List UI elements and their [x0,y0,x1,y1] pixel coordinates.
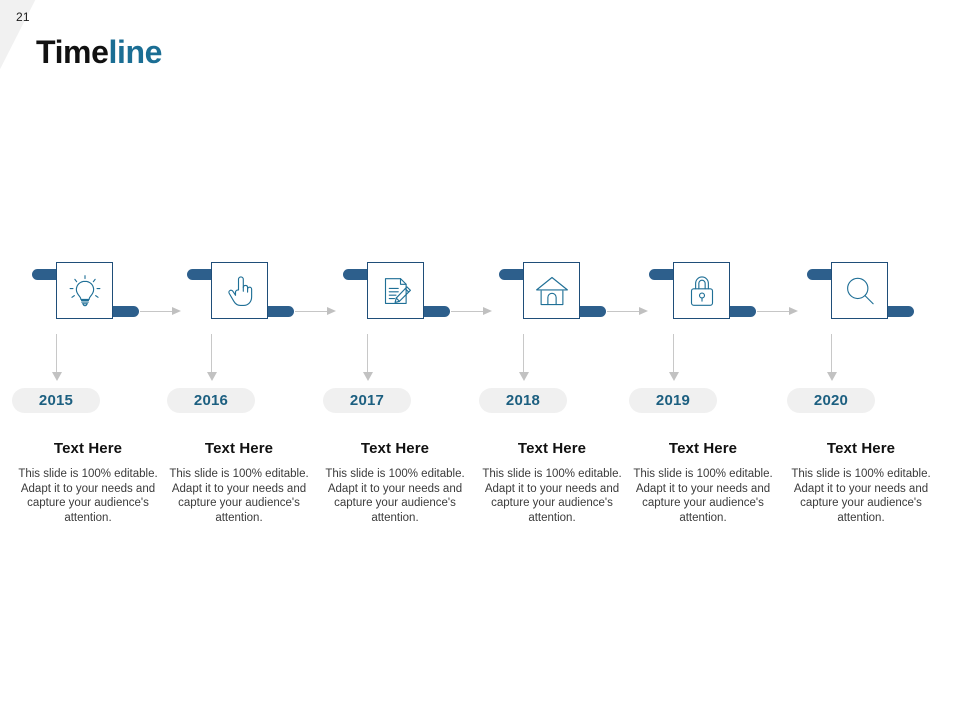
timeline-arrow [607,307,651,315]
drop-arrow-2020 [826,334,837,382]
milestone-heading: Text Here [53,440,123,457]
arrow-shaft [211,334,212,374]
arrow-head [206,372,217,381]
timeline-arrow [295,307,339,315]
milestone-heading: Text Here [668,440,738,457]
timeline-node-2018[interactable] [495,258,653,328]
drop-arrow-2015 [51,334,62,382]
drop-arrow-2017 [362,334,373,382]
year-badge-2015[interactable]: 2015 [12,388,100,413]
milestone-text-2019: Text Here This slide is 100% editable. A… [628,440,778,525]
connector-pill-right [261,306,294,317]
arrow-shaft [140,311,174,312]
arrow-shaft [831,334,832,374]
arrow-head [327,307,336,315]
connector-pill-left [187,269,220,280]
milestone-text-2020: Text Here This slide is 100% editable. A… [786,440,936,525]
page-title-primary: Time [36,34,109,70]
arrow-head [51,372,62,381]
timeline-arrow [451,307,495,315]
timeline-node-2015[interactable] [28,258,186,328]
drop-arrow-2016 [206,334,217,382]
milestone-heading: Text Here [360,440,430,457]
year-badge-2018[interactable]: 2018 [479,388,567,413]
connector-pill-right [881,306,914,317]
year-badge-2017[interactable]: 2017 [323,388,411,413]
arrow-shaft [295,311,329,312]
icon-box[interactable] [211,262,268,319]
arrow-head [172,307,181,315]
milestone-body: This slide is 100% editable. Adapt it to… [18,468,158,524]
icon-box[interactable] [831,262,888,319]
timeline-track [0,258,960,338]
arrow-head [362,372,373,381]
milestone-body: This slide is 100% editable. Adapt it to… [633,468,773,524]
magnifier-icon [846,277,874,304]
arrow-head [483,307,492,315]
milestone-heading: Text Here [826,440,896,457]
padlock-icon [690,275,713,306]
connector-pill-left [343,269,376,280]
connector-pill-left [499,269,532,280]
timeline-arrow [140,307,184,315]
connector-pill-right [573,306,606,317]
page-title: Timeline [36,36,162,68]
milestone-text-2017: Text Here This slide is 100% editable. A… [320,440,470,525]
document-edit-icon [384,277,411,304]
timeline-node-2020[interactable] [803,258,960,328]
drop-arrow-2019 [668,334,679,382]
milestone-text-2016: Text Here This slide is 100% editable. A… [164,440,314,525]
milestone-text-2015: Text Here This slide is 100% editable. A… [13,440,163,525]
connector-pill-left [649,269,682,280]
milestone-body: This slide is 100% editable. Adapt it to… [325,468,465,524]
arrow-shaft [367,334,368,374]
milestone-body: This slide is 100% editable. Adapt it to… [169,468,309,524]
arrow-head [668,372,679,381]
page-number: 21 [16,10,30,24]
connector-pill-left [807,269,840,280]
arrow-shaft [607,311,641,312]
pointing-hand-icon [227,275,252,306]
icon-box[interactable] [367,262,424,319]
arrow-head [826,372,837,381]
timeline-node-2017[interactable] [339,258,497,328]
arrow-head [789,307,798,315]
year-badge-2020[interactable]: 2020 [787,388,875,413]
drop-arrow-2018 [518,334,529,382]
page-title-accent: line [108,34,163,70]
arrow-head [518,372,529,381]
timeline-node-2019[interactable] [645,258,803,328]
year-badge-2016[interactable]: 2016 [167,388,255,413]
timeline-node-2016[interactable] [183,258,341,328]
arrow-shaft [673,334,674,374]
arrow-shaft [757,311,791,312]
connector-pill-right [723,306,756,317]
milestone-body: This slide is 100% editable. Adapt it to… [791,468,931,524]
milestone-heading: Text Here [517,440,587,457]
lightbulb-icon [69,274,100,306]
timeline-arrow [757,307,801,315]
connector-pill-right [106,306,139,317]
icon-box[interactable] [523,262,580,319]
house-icon [535,276,568,305]
milestone-text-2018: Text Here This slide is 100% editable. A… [477,440,627,525]
arrow-shaft [56,334,57,374]
icon-box[interactable] [56,262,113,319]
year-badge-2019[interactable]: 2019 [629,388,717,413]
arrow-shaft [523,334,524,374]
arrow-head [639,307,648,315]
milestone-body: This slide is 100% editable. Adapt it to… [482,468,622,524]
connector-pill-left [32,269,65,280]
connector-pill-right [417,306,450,317]
arrow-shaft [451,311,485,312]
icon-box[interactable] [673,262,730,319]
milestone-heading: Text Here [204,440,274,457]
